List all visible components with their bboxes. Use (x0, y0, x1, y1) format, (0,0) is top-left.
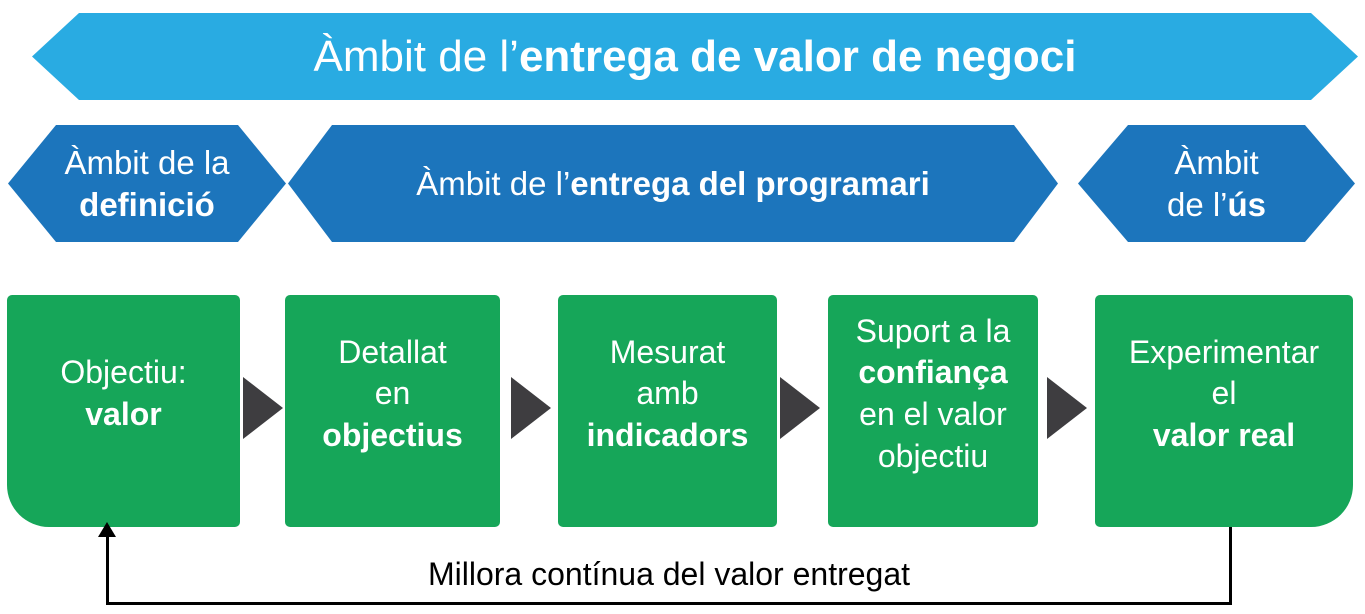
step-experience-real-value: Experimentar el valor real (1095, 295, 1353, 527)
feedback-up-arrow-icon (98, 522, 116, 537)
feedback-line-bottom (106, 602, 1232, 605)
hexagon-definition-scope: Àmbit de la definició (8, 125, 286, 242)
banner-label: Àmbit de l’entrega de valor de negoci (313, 31, 1077, 81)
definition-scope-label: Àmbit de la definició (64, 144, 230, 223)
flow-arrow-icon (780, 377, 820, 439)
feedback-label: Millora contínua del valor entregat (427, 556, 911, 592)
usage-scope-label: Àmbit de l’ús (1166, 144, 1267, 223)
feedback-line-left (106, 536, 109, 605)
banner-business-value-scope: Àmbit de l’entrega de valor de negoci (32, 13, 1358, 100)
hexagon-usage-scope: Àmbit de l’ús (1078, 125, 1355, 242)
flow-arrow-icon (243, 377, 283, 439)
step-measured-with-indicators: Mesurat amb indicadors (558, 295, 777, 527)
software-scope-label: Àmbit de l’entrega del programari (416, 164, 930, 202)
step-detailed-in-objectives: Detallat en objectius (285, 295, 500, 527)
flow-arrow-icon (1047, 377, 1087, 439)
step-confidence-support: Suport a la confiança en el valor object… (828, 295, 1038, 527)
feedback-line-right (1229, 527, 1232, 605)
step-objective-value: Objectiu: valor (7, 295, 240, 527)
hexagon-software-delivery-scope: Àmbit de l’entrega del programari (288, 125, 1058, 242)
flow-arrow-icon (511, 377, 551, 439)
